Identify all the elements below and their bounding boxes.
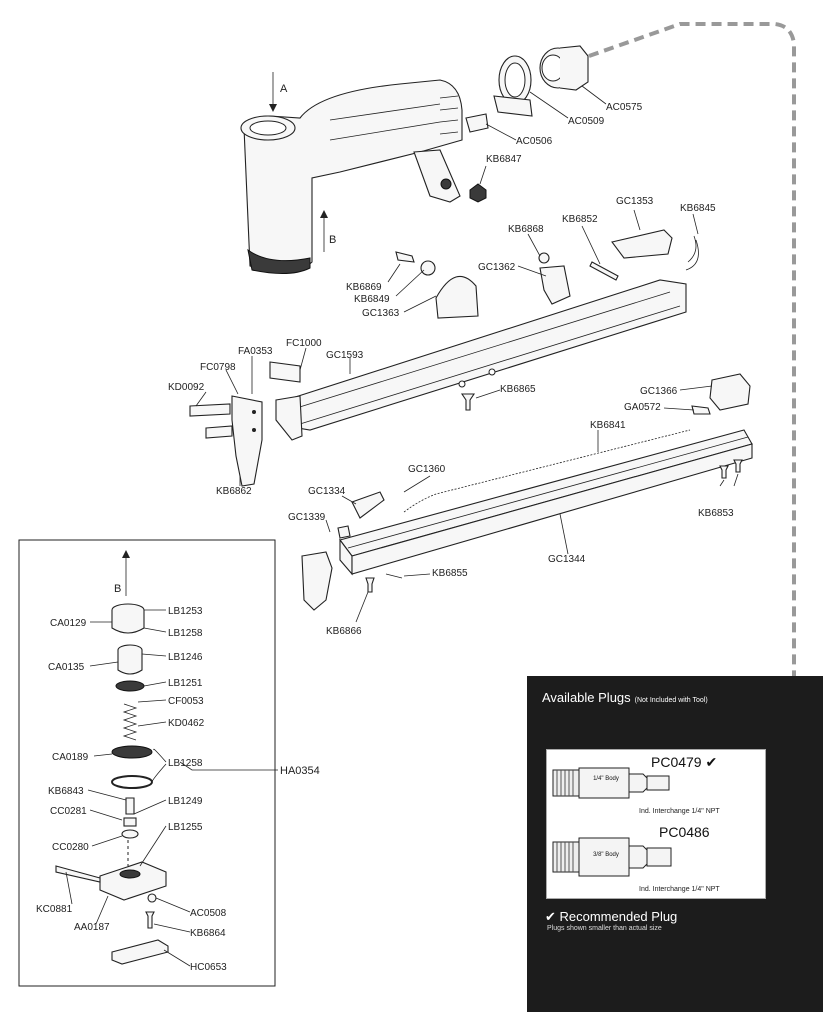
plug-code-2: PC0486 — [659, 824, 710, 840]
label-GC1353: GC1353 — [616, 196, 654, 207]
label-KD0092: KD0092 — [168, 382, 205, 393]
label-GA0572: GA0572 — [624, 402, 661, 413]
label-KB6855: KB6855 — [432, 568, 468, 579]
plug-2-body-label: 3/8" Body — [593, 852, 619, 858]
label-CF0053: CF0053 — [168, 696, 204, 707]
plugs-title-text: Available Plugs — [542, 690, 631, 705]
label-GC1362: GC1362 — [478, 262, 516, 273]
front-plate — [231, 395, 263, 487]
recommended-plug-note: Plugs shown smaller than actual size — [547, 925, 662, 932]
label-GC1363: GC1363 — [362, 308, 400, 319]
guide-rail — [275, 279, 687, 441]
label-KB6845: KB6845 — [680, 203, 716, 214]
label-KB6865: KB6865 — [500, 384, 536, 395]
plug-code-1-text: PC0479 — [651, 754, 702, 770]
label-LB1253: LB1253 — [168, 606, 203, 617]
plug-code-2-text: PC0486 — [659, 824, 710, 840]
check-icon: ✔ — [705, 754, 718, 770]
label-GC1334: GC1334 — [308, 486, 346, 497]
plugs-title-note: (Not Included with Tool) — [634, 697, 708, 704]
plug-1-body-label: 1/4" Body — [593, 776, 619, 782]
inlet-parts — [465, 45, 589, 203]
plug-box: PC0479 ✔ 1/4" Body Ind. Interchange 1/4"… — [546, 749, 766, 899]
plugs-title: Available Plugs(Not Included with Tool) — [542, 690, 708, 705]
label-KB6866: KB6866 — [326, 626, 362, 637]
magazine — [301, 429, 753, 611]
label-CA0189: CA0189 — [52, 752, 89, 763]
svg-text:B: B — [114, 583, 121, 595]
label-KB6864: KB6864 — [190, 928, 226, 939]
valve-assembly-box — [18, 539, 276, 987]
tool-housing — [240, 79, 463, 274]
label-KD0462: KD0462 — [168, 718, 205, 729]
label-KB6852: KB6852 — [562, 214, 598, 225]
label-AC0575: AC0575 — [606, 102, 643, 113]
plug-1-note: Ind. Interchange 1/4" NPT — [639, 808, 720, 815]
label-AC0508: AC0508 — [190, 908, 227, 919]
small-parts-upper — [189, 229, 751, 439]
label-LB1251: LB1251 — [168, 678, 203, 689]
label-KB6868: KB6868 — [508, 224, 544, 235]
label-KB6841: KB6841 — [590, 420, 626, 431]
recommended-plug-label: ✔ Recommended Plug — [545, 909, 678, 924]
label-GC1366: GC1366 — [640, 386, 678, 397]
plug-2-icon — [552, 837, 672, 877]
label-GC1344: GC1344 — [548, 554, 586, 565]
label-LB1249: LB1249 — [168, 796, 203, 807]
valve-parts — [55, 603, 169, 965]
label-KB6869: KB6869 — [346, 282, 382, 293]
label-GC1339: GC1339 — [288, 512, 326, 523]
label-LB1255: LB1255 — [168, 822, 203, 833]
label-KB6853: KB6853 — [698, 508, 734, 519]
available-plugs-panel: Available Plugs(Not Included with Tool) … — [527, 676, 823, 1012]
label-CA0135: CA0135 — [48, 662, 85, 673]
label-CC0281: CC0281 — [50, 806, 87, 817]
arrow-b-top: B — [320, 210, 336, 252]
leader-lines — [195, 85, 739, 623]
label-KB6862: KB6862 — [216, 486, 252, 497]
svg-text:B: B — [329, 234, 336, 246]
label-LB1246: LB1246 — [168, 652, 203, 663]
label-GC1593: GC1593 — [326, 350, 364, 361]
label-LB1258a: LB1258 — [168, 628, 203, 639]
label-FC1000: FC1000 — [286, 338, 322, 349]
label-AC0509: AC0509 — [568, 116, 605, 127]
label-AA0187: AA0187 — [74, 922, 110, 933]
plug-2-note: Ind. Interchange 1/4" NPT — [639, 886, 720, 893]
arrow-b-box: B — [114, 550, 130, 596]
arrow-a: A — [269, 72, 288, 112]
label-CC0280: CC0280 — [52, 842, 89, 853]
label-LB1258b: LB1258 — [168, 758, 203, 769]
label-AC0506: AC0506 — [516, 136, 553, 147]
label-HC0653: HC0653 — [190, 962, 227, 973]
plug-1-icon — [552, 767, 670, 799]
label-HA0354: HA0354 — [280, 765, 320, 777]
label-KB6847: KB6847 — [486, 154, 522, 165]
label-FC0798: FC0798 — [200, 362, 236, 373]
label-KB6843: KB6843 — [48, 786, 84, 797]
label-CA0129: CA0129 — [50, 618, 87, 629]
svg-text:A: A — [280, 83, 288, 95]
box-leader-lines — [65, 609, 278, 967]
label-FA0353: FA0353 — [238, 346, 273, 357]
plug-code-1: PC0479 ✔ — [651, 754, 717, 771]
label-GC1360: GC1360 — [408, 464, 446, 475]
label-KB6849: KB6849 — [354, 294, 390, 305]
label-KC0881: KC0881 — [36, 904, 73, 915]
